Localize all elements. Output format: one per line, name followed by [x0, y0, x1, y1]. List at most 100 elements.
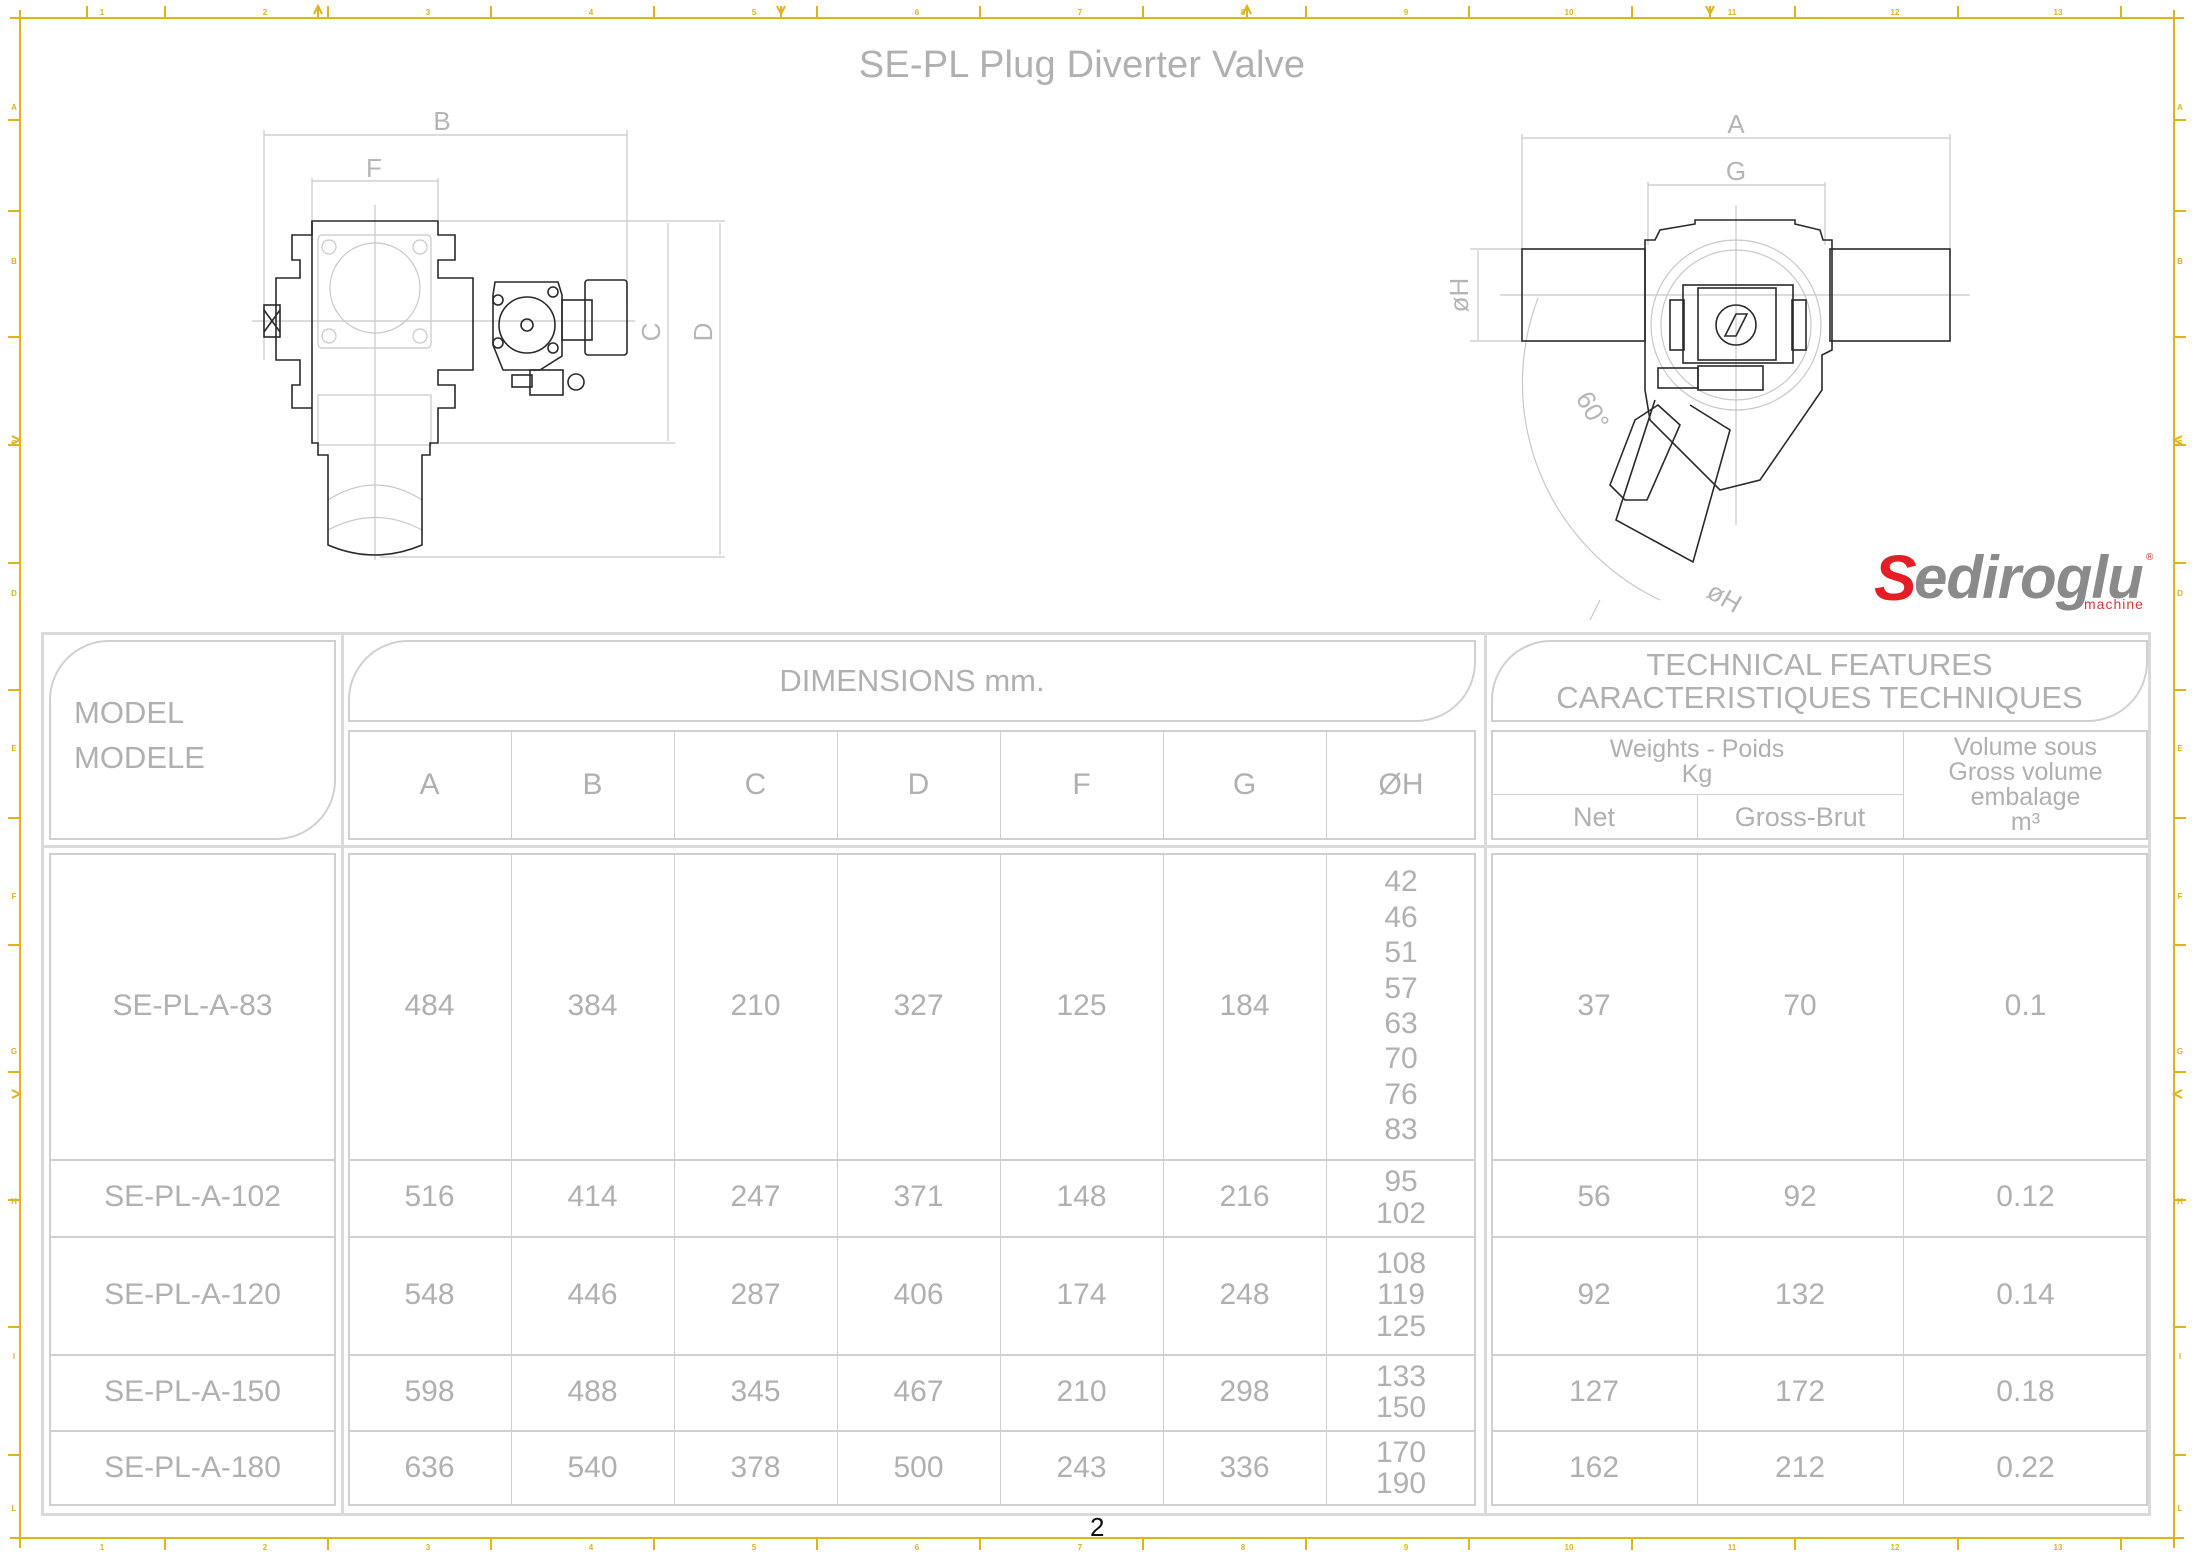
svg-text:1: 1	[100, 1543, 105, 1552]
logo-word: ediroglu	[1914, 544, 2144, 611]
cell-volume: 0.14	[1996, 1277, 2055, 1311]
svg-text:G: G	[2177, 1047, 2183, 1056]
cell-volume: 0.18	[1996, 1374, 2055, 1408]
cell-net: 162	[1568, 1450, 1620, 1484]
cell-C: 378	[730, 1450, 781, 1484]
svg-text:12: 12	[1891, 8, 1900, 17]
col-header-gross: Gross-Brut	[1734, 801, 1866, 832]
weights-header: Weights - Poids	[1609, 735, 1785, 763]
cell-volume: 0.1	[2004, 988, 2047, 1022]
technical-header-en: TECHNICAL FEATURES	[1646, 646, 1993, 682]
col-header-F: F	[1072, 767, 1091, 801]
svg-text:11: 11	[1728, 8, 1737, 17]
dim-label-F: F	[366, 153, 382, 183]
cell-gross: 132	[1774, 1277, 1826, 1311]
model-cell: SE-PL-A-102	[104, 1180, 281, 1214]
svg-text:I: I	[2179, 1352, 2181, 1361]
dim-label-B: B	[433, 106, 450, 136]
svg-text:9: 9	[1404, 8, 1409, 17]
technical-header-fr: CARACTERISTIQUES TECHNIQUES	[1556, 680, 2083, 715]
model-header	[49, 640, 336, 840]
svg-text:5: 5	[752, 1543, 757, 1552]
svg-text:1: 1	[100, 8, 105, 17]
svg-text:B: B	[11, 257, 17, 266]
angle-label: 60°	[1570, 386, 1616, 435]
dimensions-header-label: DIMENSIONS mm.	[779, 663, 1045, 699]
svg-text:3: 3	[426, 8, 431, 17]
logo-subtitle: machine	[2084, 596, 2144, 612]
svg-text:5: 5	[752, 8, 757, 17]
cell-B: 384	[567, 988, 618, 1022]
svg-text:11: 11	[1728, 1543, 1737, 1552]
cell-gross: 212	[1774, 1450, 1826, 1484]
cell-A: 516	[404, 1180, 455, 1214]
svg-text:6: 6	[915, 1543, 920, 1552]
cell-F: 125	[1056, 988, 1107, 1022]
svg-text:4: 4	[589, 8, 594, 17]
volume-header-1: Volume sous	[1953, 733, 2098, 761]
svg-text:H: H	[11, 1197, 17, 1206]
sediroglu-logo: S ediroglu ® machine	[1874, 546, 2154, 616]
svg-text:12: 12	[1891, 1543, 1900, 1552]
model-cell: SE-PL-A-120	[104, 1277, 281, 1311]
dim-label-C: C	[636, 323, 666, 342]
svg-text:7: 7	[1078, 8, 1083, 17]
svg-text:F: F	[12, 892, 17, 901]
cell-A: 548	[404, 1277, 455, 1311]
svg-text:2: 2	[263, 1543, 268, 1552]
svg-text:E: E	[2177, 744, 2183, 753]
cell-B: 488	[567, 1374, 618, 1408]
svg-text:4: 4	[589, 1543, 594, 1552]
svg-text:6: 6	[915, 8, 920, 17]
col-header-H: ØH	[1378, 767, 1424, 801]
svg-text:A: A	[2177, 103, 2183, 112]
logo-mark: S	[1874, 542, 1917, 614]
svg-text:2: 2	[263, 8, 268, 17]
cell-B: 446	[567, 1277, 618, 1311]
svg-text:D: D	[11, 589, 17, 598]
cell-D: 500	[893, 1450, 944, 1484]
col-header-G: G	[1232, 767, 1257, 801]
cell-net: 92	[1577, 1277, 1611, 1311]
svg-text:B: B	[2177, 257, 2183, 266]
dim-label-A: A	[1727, 109, 1745, 139]
page-title: SE-PL Plug Diverter Valve	[858, 44, 1306, 86]
svg-text:F: F	[2178, 892, 2183, 901]
cell-B: 414	[567, 1180, 618, 1214]
cell-G: 184	[1219, 988, 1270, 1022]
svg-text:9: 9	[1404, 1543, 1409, 1552]
cell-G: 216	[1219, 1180, 1270, 1214]
svg-text:13: 13	[2054, 8, 2063, 17]
cell-C: 345	[730, 1374, 781, 1408]
col-header-A: A	[419, 767, 440, 801]
svg-text:A: A	[11, 103, 17, 112]
svg-text:D: D	[2177, 589, 2183, 598]
cell-F: 148	[1056, 1180, 1107, 1214]
dim-label-G: G	[1726, 156, 1746, 186]
top-view-drawing: A G øH 60° øH	[1444, 109, 1970, 620]
cell-A: 598	[404, 1374, 455, 1408]
model-cell: SE-PL-A-180	[104, 1450, 281, 1484]
svg-text:13: 13	[2054, 1543, 2063, 1552]
cell-F: 243	[1056, 1450, 1107, 1484]
cell-net: 127	[1568, 1374, 1620, 1408]
svg-text:3: 3	[426, 1543, 431, 1552]
col-header-B: B	[582, 767, 603, 801]
cell-C: 210	[730, 988, 781, 1022]
col-header-net: Net	[1572, 801, 1616, 832]
svg-text:10: 10	[1565, 8, 1574, 17]
side-view-drawing: B F C D	[252, 106, 725, 560]
volume-header-2: Gross volume	[1948, 758, 2103, 786]
svg-text:8: 8	[1241, 8, 1246, 17]
svg-text:C: C	[2177, 439, 2183, 448]
model-cell: SE-PL-A-150	[104, 1374, 281, 1408]
svg-text:10: 10	[1565, 1543, 1574, 1552]
svg-text:G: G	[11, 1047, 17, 1056]
cell-gross: 172	[1774, 1374, 1826, 1408]
cell-D: 371	[893, 1180, 944, 1214]
